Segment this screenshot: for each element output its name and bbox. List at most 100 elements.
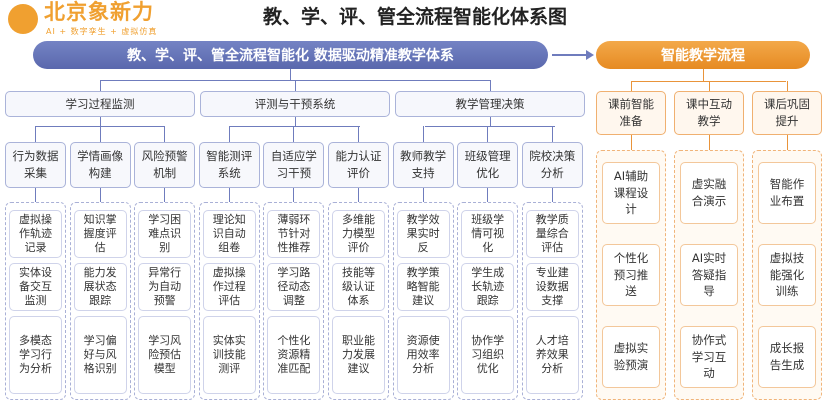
logo-slogan: AI + 数字孪生 + 虚拟仿真 (46, 27, 158, 36)
flow-item-box: AI实时答疑指导 (680, 244, 738, 306)
subcategory-box: 自适应学习干预 (263, 142, 325, 188)
connector (490, 117, 491, 126)
leaf-box: 知识掌握度评估 (73, 210, 127, 258)
flow-stage-box: 课中互动教学 (674, 91, 744, 135)
subcategory-box: 风险预警机制 (134, 142, 196, 188)
elephant-logo-icon (8, 4, 38, 34)
connector (358, 188, 359, 202)
leaf-box: 教学策略智能建议 (396, 263, 450, 311)
connector (295, 117, 296, 126)
leaf-box: 技能等级认证体系 (332, 263, 385, 311)
leaf-column (134, 202, 196, 400)
connector (358, 126, 359, 142)
leaf-box: 专业建设数据支撑 (525, 263, 579, 311)
leaf-box: 实体设备交互监测 (9, 263, 62, 311)
leaf-box: 职业能力发展建议 (332, 316, 385, 394)
leaf-box: 协作学习组织优化 (461, 316, 515, 394)
flow-item-box: 虚实融合演示 (680, 162, 738, 224)
leaf-box: 学习偏好与风格识别 (73, 316, 127, 394)
connector (425, 126, 555, 127)
leaf-box: 虚拟操作过程评估 (202, 263, 256, 311)
connector (787, 135, 788, 150)
flow-stage-box: 课前智能准备 (596, 91, 666, 135)
arrow-head-icon (586, 50, 594, 60)
leaf-column (5, 202, 66, 400)
leaf-box: 班级学情可视化 (461, 210, 515, 258)
flow-item-box: 虚拟实验预演 (602, 326, 660, 388)
connector (100, 80, 101, 91)
watermark-logo: 北京象新力 AI + 数字孪生 + 虚拟仿真 (8, 0, 208, 39)
connector (703, 69, 704, 81)
leaf-box: 教学质量综合评估 (525, 210, 579, 258)
diagram-title: 教、学、评、管全流程智能化体系图 (262, 6, 567, 28)
leaf-column (392, 202, 454, 400)
flow-item-box: 智能作业布置 (758, 162, 816, 224)
leaf-box: 学习风险预估模型 (138, 316, 192, 394)
leaf-box: 人才培养效果分析 (525, 316, 579, 394)
leaf-column (198, 202, 260, 400)
connector (490, 80, 491, 91)
connector (631, 81, 632, 91)
connector (164, 126, 166, 142)
leaf-box: 理论知识自动组卷 (202, 210, 256, 258)
leaf-column (328, 202, 389, 400)
flow-item-box: 成长报告生成 (758, 326, 816, 388)
category-box: 学习过程监测 (5, 91, 195, 117)
flow-header: 智能教学流程 (596, 41, 810, 69)
leaf-column (263, 202, 325, 400)
subcategory-box: 行为数据采集 (5, 142, 66, 188)
flow-item-box: 协作式学习互动 (680, 326, 738, 388)
connector (35, 126, 36, 142)
connector (290, 69, 291, 81)
leaf-box: 学生成长轨迹跟踪 (461, 263, 515, 311)
subcategory-box: 能力认证评价 (328, 142, 389, 188)
flow-stage-box: 课后巩固提升 (752, 91, 822, 135)
subcategory-box: 院校决策分析 (521, 142, 583, 188)
leaf-box: 资源使用效率分析 (396, 316, 450, 394)
connector (422, 126, 424, 142)
flow-item-box: 个性化预习推送 (602, 244, 660, 306)
category-box: 教学管理决策 (395, 91, 585, 117)
connector (228, 188, 230, 202)
leaf-box: 教学效果实时反 (396, 210, 450, 258)
leaf-box: 多模态学习行为分析 (9, 316, 62, 394)
connector (293, 188, 295, 202)
flow-item-box: 虚拟技能强化训练 (758, 244, 816, 306)
connector (709, 135, 710, 150)
leaf-box: 学习路径动态调整 (267, 263, 321, 311)
connector (787, 81, 788, 91)
leaf-box: 异常行为自动预警 (138, 263, 192, 311)
subcategory-box: 班级管理优化 (457, 142, 519, 188)
subcategory-box: 智能测评系统 (198, 142, 260, 188)
subcategory-box: 教师教学支持 (392, 142, 454, 188)
connector (487, 188, 489, 202)
leaf-column (457, 202, 519, 400)
leaf-box: 学习困难点识别 (138, 210, 192, 258)
connector (487, 126, 489, 142)
connector (551, 188, 553, 202)
flow-item-box: AI辅助课程设计 (602, 162, 660, 224)
connector (35, 188, 36, 202)
connector (230, 126, 360, 127)
arrow-connector (552, 54, 588, 56)
connector (228, 126, 230, 142)
leaf-column (521, 202, 583, 400)
leaf-box: 虚拟操作轨迹记录 (9, 210, 62, 258)
main-header: 教、学、评、管全流程智能化 数据驱动精准教学体系 (33, 41, 548, 69)
connector (99, 188, 101, 202)
category-box: 评测与干预系统 (200, 91, 390, 117)
leaf-box: 薄弱环节针对性推荐 (267, 210, 321, 258)
connector (709, 81, 710, 91)
connector (164, 188, 166, 202)
connector (100, 117, 101, 126)
connector (551, 126, 553, 142)
subcategory-box: 学情画像构建 (69, 142, 131, 188)
leaf-box: 个性化资源精准匹配 (267, 316, 321, 394)
leaf-box: 多维能力模型评价 (332, 210, 385, 258)
connector (293, 126, 295, 142)
connector (99, 126, 101, 142)
leaf-column (69, 202, 131, 400)
connector (631, 135, 632, 150)
connector (422, 188, 424, 202)
connector (295, 80, 296, 91)
